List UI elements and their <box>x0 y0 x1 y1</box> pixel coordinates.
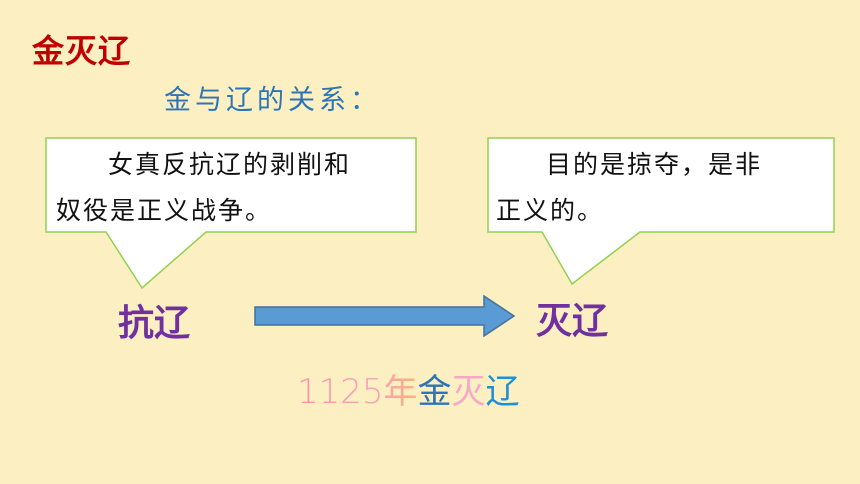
left-bubble-line-2: 奴役是正义战争。 <box>56 196 273 225</box>
resist-liao-label: 抗辽 <box>118 303 191 344</box>
right-bubble-line-2: 正义的。 <box>496 196 605 225</box>
right-speech-bubble <box>487 137 835 286</box>
right-bubble-text: 目的是掠夺，是非 正义的。 <box>496 142 826 234</box>
left-bubble-text: 女真反抗辽的剥削和 奴役是正义战争。 <box>56 142 416 234</box>
left-bubble-line-1: 女真反抗辽的剥削和 <box>108 150 352 179</box>
year-text: 1125年 <box>297 372 418 412</box>
relation-heading: 金与辽的关系： <box>164 85 381 116</box>
right-arrow-icon <box>254 294 516 338</box>
conclusion-line: 1125年金灭辽 <box>297 364 520 413</box>
right-bubble-line-1: 目的是掠夺，是非 <box>546 150 763 179</box>
destroy-liao-label: 灭辽 <box>536 301 609 342</box>
conclusion-char-jin: 金 <box>417 372 452 412</box>
conclusion-char-mie: 灭 <box>451 372 486 412</box>
page-title: 金灭辽 <box>32 32 132 70</box>
conclusion-char-liao: 辽 <box>485 372 520 412</box>
left-speech-bubble <box>45 137 417 290</box>
